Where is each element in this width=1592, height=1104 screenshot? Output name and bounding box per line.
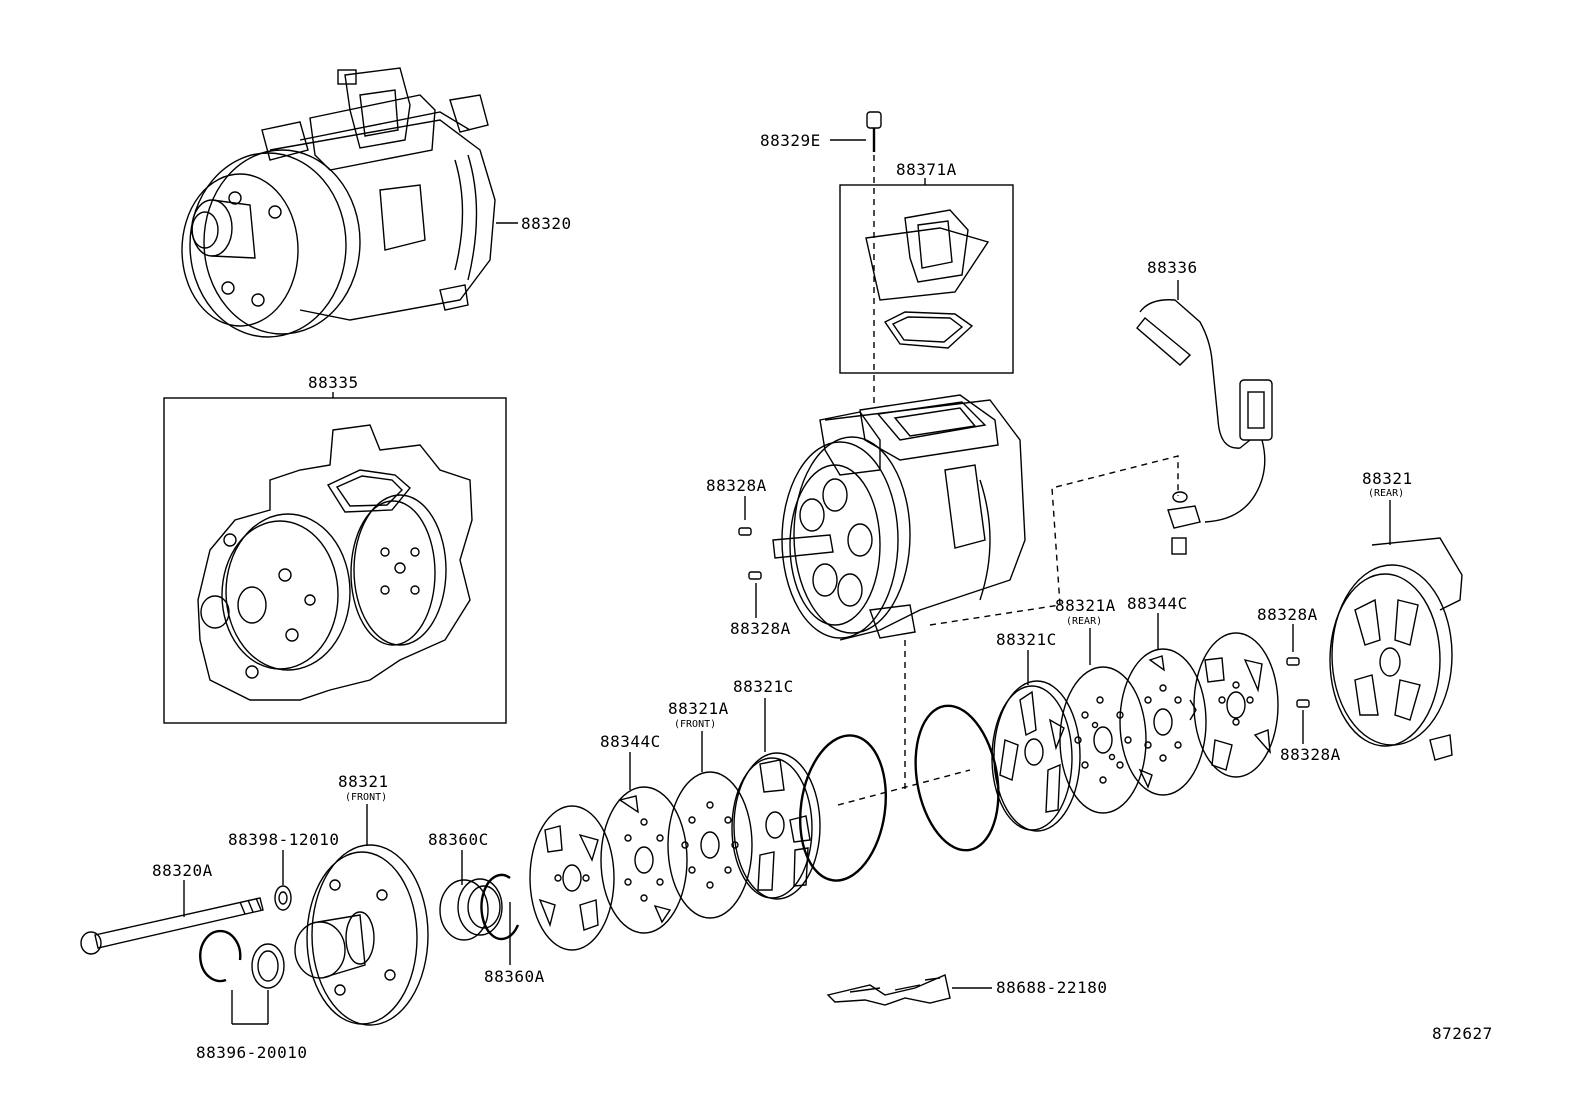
bolt-88329E	[830, 111, 882, 405]
label-88398-12010: 88398-12010	[228, 830, 339, 849]
label-88321A-rear: 88321A	[1055, 596, 1116, 615]
label-88335: 88335	[308, 373, 359, 392]
compressor-housing	[772, 394, 1179, 790]
o-ring-rear	[914, 704, 1000, 852]
rear-head-88321	[1329, 537, 1463, 761]
label-88321A-rear-note: (REAR)	[1066, 616, 1102, 627]
label-88329E: 88329E	[760, 131, 821, 150]
reed-valve-front-88321C	[731, 752, 821, 900]
label-88360A: 88360A	[484, 967, 545, 986]
label-88321-front: 88321	[338, 772, 389, 791]
label-88371A: 88371A	[896, 160, 957, 179]
pin-88328A-lower-left	[748, 571, 762, 618]
seal-ring-set-88396-20010	[199, 929, 285, 1025]
through-bolt-88320A	[80, 897, 264, 955]
switch-harness-88336	[1136, 280, 1273, 555]
diagram-number: 872627	[1432, 1024, 1493, 1043]
valve-plate-rear-gasket	[1193, 632, 1279, 778]
valve-plate-front-88321A	[667, 771, 753, 919]
gasket-rear-88344C	[1119, 648, 1207, 796]
o-ring-front	[798, 734, 888, 882]
label-88360C: 88360C	[428, 830, 489, 849]
bracket-88688-22180	[826, 974, 992, 1006]
shaft-seal-88360C	[439, 878, 503, 941]
label-88328A-4: 88328A	[1280, 745, 1341, 764]
label-88320: 88320	[521, 214, 572, 233]
label-88688-22180: 88688-22180	[996, 978, 1107, 997]
label-88344C-rear: 88344C	[1127, 594, 1188, 613]
front-head-88321	[294, 844, 429, 1026]
gasket-front-88344C	[600, 786, 688, 934]
pin-88328A-right-lower	[1296, 699, 1310, 744]
label-88320A: 88320A	[152, 861, 213, 880]
label-88321C-front: 88321C	[733, 677, 794, 696]
reed-valve-rear-88321C	[991, 680, 1081, 832]
valve-plate-kit-88335	[163, 397, 507, 724]
label-88321C-rear: 88321C	[996, 630, 1057, 649]
label-88336: 88336	[1147, 258, 1198, 277]
label-88396-20010: 88396-20010	[196, 1043, 307, 1062]
label-88344C-front: 88344C	[600, 732, 661, 751]
label-88321-front-note: (FRONT)	[345, 792, 387, 803]
pin-88328A-upper-left	[738, 496, 752, 536]
label-88321-rear-note: (REAR)	[1368, 488, 1404, 499]
snap-ring-88360A	[480, 873, 520, 965]
label-88321-rear: 88321	[1362, 469, 1413, 488]
label-88321A-front: 88321A	[668, 699, 729, 718]
pin-88328A-right-upper	[1286, 624, 1300, 666]
washer-88398-12010	[274, 885, 292, 911]
label-88328A-2: 88328A	[730, 619, 791, 638]
valve-plate-rear-88321A	[1059, 666, 1147, 814]
valve-plate-front-gasket	[529, 805, 615, 951]
control-valve-box-88371A	[839, 184, 1014, 374]
compressor-assembly-88320	[181, 67, 518, 338]
label-88328A-1: 88328A	[706, 476, 767, 495]
label-88328A-3: 88328A	[1257, 605, 1318, 624]
label-88321A-front-note: (FRONT)	[674, 719, 716, 730]
